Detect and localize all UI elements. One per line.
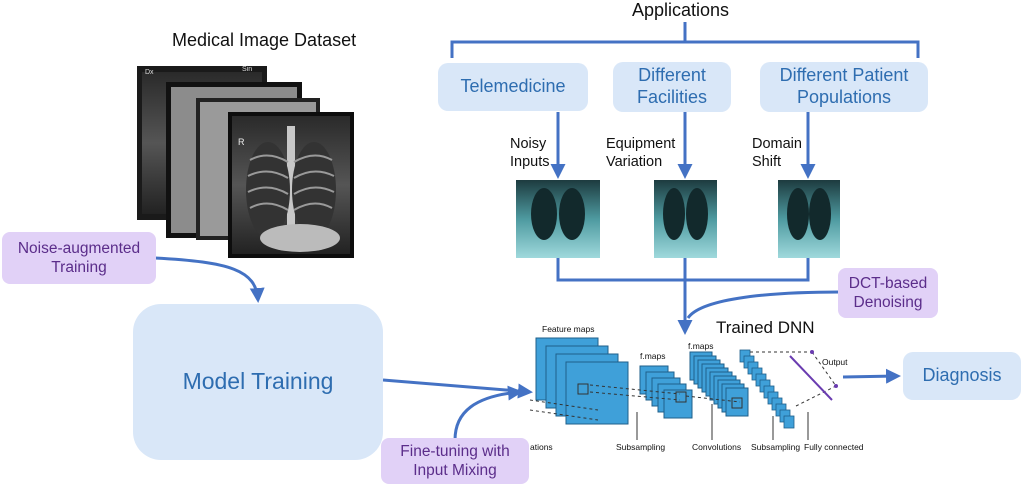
noisy-inputs-label: Noisy Inputs bbox=[510, 136, 550, 171]
telemedicine-box: Telemedicine bbox=[438, 63, 588, 111]
trained-dnn-label: Trained DNN bbox=[716, 318, 815, 337]
dataset-label: Medical Image Dataset bbox=[172, 30, 357, 50]
different-facilities-box: Different Facilities bbox=[613, 62, 731, 112]
cnn-fully-connected-label: Fully connected bbox=[804, 442, 864, 452]
cnn-fmaps-2-label: f.maps bbox=[688, 341, 714, 351]
cnn-schematic bbox=[529, 337, 838, 440]
different-patient-populations-box: Different Patient Populations bbox=[760, 62, 928, 112]
dct-denoising-box: DCT-based Denoising bbox=[838, 268, 938, 318]
cyan-xray-3 bbox=[778, 180, 840, 258]
noise-to-training-arrow bbox=[154, 256, 265, 303]
xray-corner-r: R bbox=[238, 137, 245, 147]
xray-corner-dx: Dx bbox=[145, 69, 154, 76]
cnn-fmaps-1-label: f.maps bbox=[640, 351, 666, 361]
fine-tuning-box: Fine-tuning with Input Mixing bbox=[381, 438, 529, 484]
model-training-box: Model Training bbox=[133, 304, 383, 460]
domain-shift-label: Domain Shift bbox=[752, 136, 802, 171]
applications-title: Applications bbox=[632, 0, 730, 20]
cyan-xray-1 bbox=[516, 180, 600, 258]
cnn-output-label: Output bbox=[822, 357, 848, 367]
fine-tuning-arrow bbox=[453, 385, 523, 441]
dnn-to-diagnosis-arrow bbox=[842, 368, 901, 384]
xray-corner-sin: Sin bbox=[242, 66, 253, 73]
cnn-subsampling-1-label: Subsampling bbox=[616, 442, 666, 452]
application-arrows bbox=[550, 112, 816, 179]
applications-bracket bbox=[450, 22, 920, 58]
cnn-convolutions-label: Convolutions bbox=[692, 442, 742, 452]
cnn-feature-maps-label: Feature maps bbox=[542, 324, 595, 334]
cnn-subsampling-2-label: Subsampling bbox=[751, 442, 801, 452]
xray-stack bbox=[137, 66, 354, 258]
merge-lines bbox=[556, 258, 841, 335]
equipment-variation-label: Equipment Variation bbox=[606, 136, 676, 171]
cnn-convolutions-left-label: ations bbox=[530, 442, 553, 452]
noise-augmented-training-box: Noise-augmented Training bbox=[2, 232, 156, 284]
training-to-dnn-arrow bbox=[382, 378, 533, 399]
cyan-xray-2 bbox=[654, 180, 717, 258]
diagnosis-box: Diagnosis bbox=[903, 352, 1021, 400]
